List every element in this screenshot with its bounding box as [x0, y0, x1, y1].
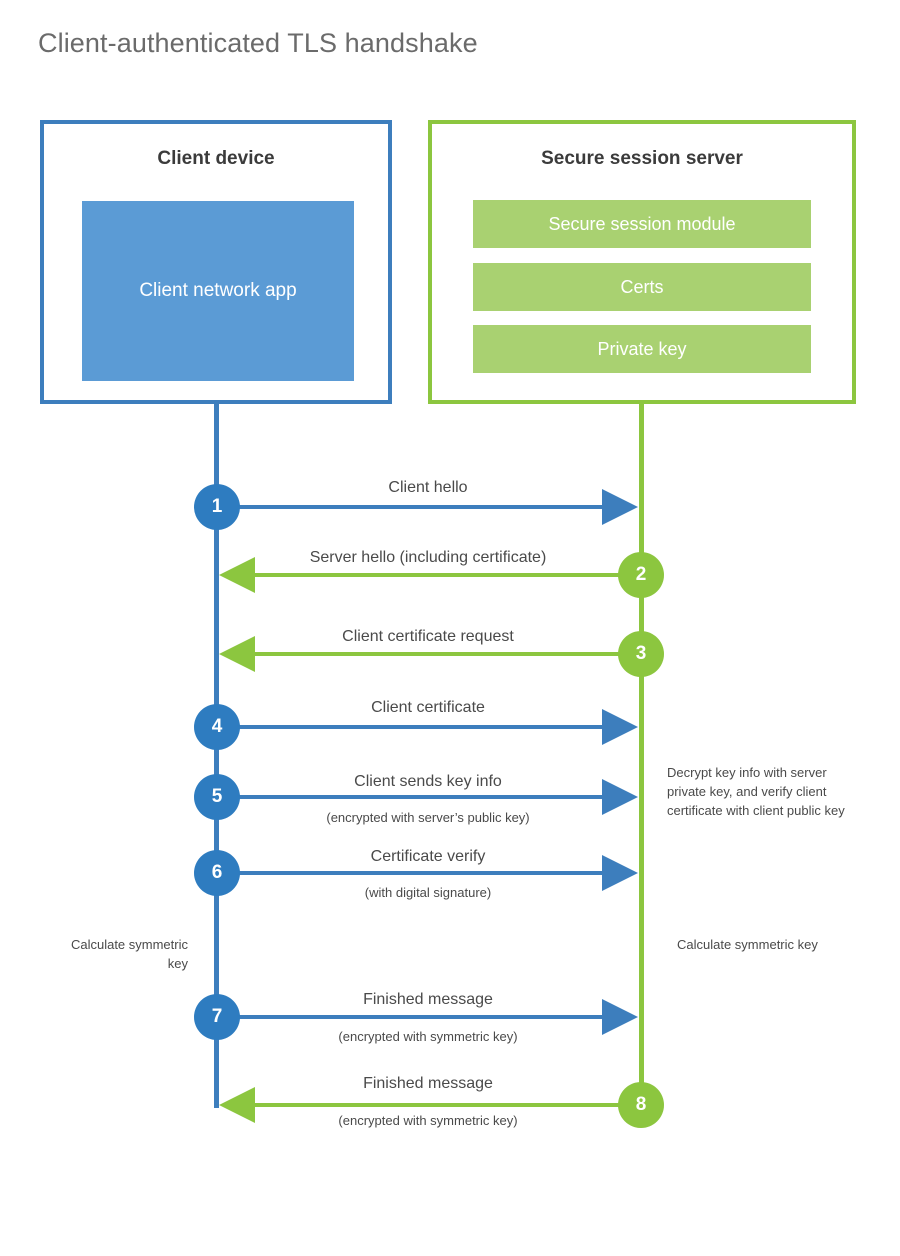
- message-label-2: Server hello (including certificate): [309, 549, 547, 566]
- step-circle-7[interactable]: 7: [194, 994, 240, 1040]
- message-label-4: Client certificate: [371, 699, 485, 716]
- step-circle-3[interactable]: 3: [618, 631, 664, 677]
- actor-box-client: Client device Client network app: [40, 120, 392, 404]
- message-label-1: Client hello: [388, 479, 468, 496]
- client-network-app-block: Client network app: [82, 201, 354, 381]
- step-circle-8[interactable]: 8: [618, 1082, 664, 1128]
- message-sublabel-5: (encrypted with server’s public key): [326, 810, 530, 825]
- server-component-private-key: Private key: [473, 325, 811, 373]
- server-component-secure-session-module: Secure session module: [473, 200, 811, 248]
- server-component-certs: Certs: [473, 263, 811, 311]
- step-circle-1[interactable]: 1: [194, 484, 240, 530]
- message-label-6: Certificate verify: [370, 848, 486, 865]
- actor-box-server: Secure session server Secure session mod…: [428, 120, 856, 404]
- message-label-3: Client certificate request: [342, 628, 514, 645]
- note-server-decrypt: Decrypt key info with server private key…: [667, 765, 845, 818]
- step-circle-6[interactable]: 6: [194, 850, 240, 896]
- lifeline-client: [214, 400, 219, 1108]
- message-label-7: Finished message: [363, 991, 493, 1008]
- lifeline-server: [639, 400, 644, 1106]
- step-circle-2[interactable]: 2: [618, 552, 664, 598]
- actor-title-client: Client device: [157, 148, 275, 169]
- note-server-calculate-symmetric-key: Calculate symmetric key: [677, 937, 818, 952]
- message-sublabel-6: (with digital signature): [364, 885, 492, 900]
- message-label-8: Finished message: [363, 1075, 493, 1092]
- step-circle-4[interactable]: 4: [194, 704, 240, 750]
- step-circle-5[interactable]: 5: [194, 774, 240, 820]
- page-title: Client-authenticated TLS handshake: [38, 28, 478, 58]
- note-client-calculate-symmetric-key: Calculate symmetric key: [70, 937, 188, 971]
- message-label-5: Client sends key info: [354, 773, 502, 790]
- message-sublabel-8: (encrypted with symmetric key): [338, 1113, 518, 1128]
- actor-title-server: Secure session server: [541, 148, 743, 169]
- message-sublabel-7: (encrypted with symmetric key): [338, 1029, 518, 1044]
